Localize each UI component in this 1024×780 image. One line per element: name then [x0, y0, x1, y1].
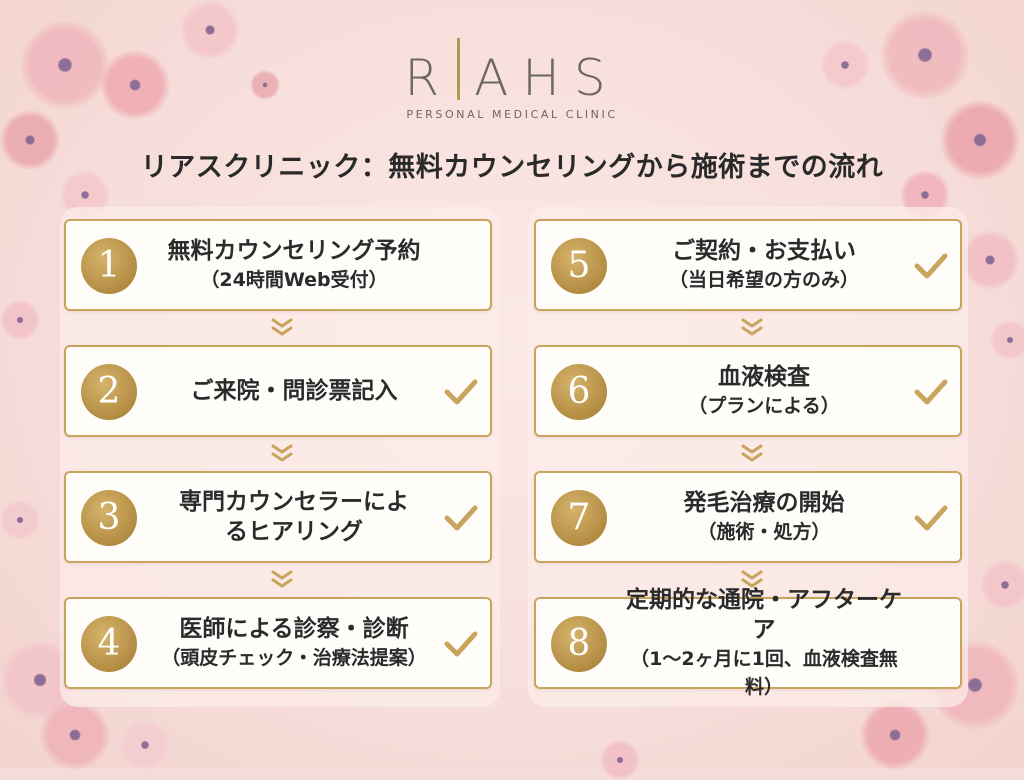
check-icon	[444, 379, 478, 405]
step-title: ご来院・問診票記入	[190, 378, 398, 404]
step-card-1: 1 無料カウンセリング予約 （24時間Web受付）	[64, 219, 492, 311]
step-text: 定期的な通院・アフターケア（1～2ヶ月に1回、血液検査無料）	[618, 587, 910, 698]
step-title: 定期的な通院・アフターケア	[626, 587, 902, 643]
step-title-line2: るヒアリング	[225, 519, 363, 545]
check-icon	[444, 505, 478, 531]
flower-decoration	[860, 700, 930, 770]
double-chevron-down-icon	[741, 318, 763, 336]
step-text: ご契約・お支払い （当日希望の方のみ）	[618, 221, 910, 309]
step-title: 医師による診察・診断	[179, 616, 409, 642]
step-subtitle: （24時間Web受付）	[200, 269, 388, 291]
step-number-badge: 3	[81, 490, 137, 546]
flower-decoration	[0, 500, 40, 540]
flower-decoration	[20, 20, 110, 110]
check-icon	[914, 379, 948, 405]
step-text: 医師による診察・診断 （頭皮チェック・治療法提案）	[148, 599, 440, 687]
step-number-badge: 2	[81, 364, 137, 420]
flower-decoration	[980, 560, 1024, 610]
page-title: リアスクリニック：無料カウンセリングから施術までの流れ	[140, 152, 884, 183]
step-card-4: 4 医師による診察・診断 （頭皮チェック・治療法提案）	[64, 597, 492, 689]
flower-decoration	[0, 110, 60, 170]
step-card-6: 6 血液検査 （プランによる）	[534, 345, 962, 437]
logo-letter: R	[404, 49, 454, 107]
clinic-logo: R AHS PERSONAL MEDICAL CLINIC	[0, 38, 1024, 121]
step-text: 発毛治療の開始 （施術・処方）	[618, 473, 910, 561]
check-icon	[914, 253, 948, 279]
double-chevron-down-icon	[271, 318, 293, 336]
flower-decoration	[990, 320, 1024, 360]
logo-letters: AHS	[474, 49, 620, 107]
flower-decoration	[880, 10, 970, 100]
flower-decoration	[120, 720, 170, 770]
flower-decoration	[940, 100, 1020, 180]
flower-decoration	[250, 70, 280, 100]
step-number-badge: 1	[81, 238, 137, 294]
step-subtitle: （プランによる）	[688, 395, 840, 417]
flower-decoration	[40, 700, 110, 770]
logo-wordmark: R AHS	[0, 38, 1024, 106]
step-number-badge: 6	[551, 364, 607, 420]
step-number-badge: 4	[81, 616, 137, 672]
step-title: ご契約・お支払い	[672, 238, 856, 264]
flower-decoration	[600, 740, 640, 780]
double-chevron-down-icon	[741, 444, 763, 462]
step-card-7: 7 発毛治療の開始 （施術・処方）	[534, 471, 962, 563]
step-subtitle: （施術・処方）	[697, 521, 831, 543]
double-chevron-down-icon	[271, 444, 293, 462]
step-text: 専門カウンセラーによるヒアリング	[148, 473, 440, 561]
flower-decoration	[100, 50, 170, 120]
step-title: 発毛治療の開始	[683, 490, 845, 516]
step-text: ご来院・問診票記入	[148, 347, 440, 435]
step-title: 専門カウンセラーによ	[179, 489, 409, 515]
double-chevron-down-icon	[741, 570, 763, 588]
flower-decoration	[0, 300, 40, 340]
step-title: 血液検査	[718, 364, 810, 390]
flower-decoration	[960, 230, 1020, 290]
step-number-badge: 7	[551, 490, 607, 546]
step-text: 血液検査 （プランによる）	[618, 347, 910, 435]
step-card-5: 5 ご契約・お支払い （当日希望の方のみ）	[534, 219, 962, 311]
step-card-2: 2 ご来院・問診票記入	[64, 345, 492, 437]
flower-decoration	[820, 40, 870, 90]
step-title: 無料カウンセリング予約	[167, 238, 421, 264]
step-text: 無料カウンセリング予約 （24時間Web受付）	[148, 221, 440, 309]
logo-subtitle: PERSONAL MEDICAL CLINIC	[406, 108, 618, 121]
check-icon	[444, 631, 478, 657]
logo-divider-bar	[457, 38, 461, 100]
flower-decoration	[180, 0, 240, 60]
check-icon	[914, 505, 948, 531]
step-subtitle: （当日希望の方のみ）	[668, 269, 859, 291]
step-number-badge: 8	[551, 616, 607, 672]
step-subtitle: （1～2ヶ月に1回、血液検査無料）	[630, 648, 898, 698]
double-chevron-down-icon	[271, 570, 293, 588]
step-number-badge: 5	[551, 238, 607, 294]
step-subtitle: （頭皮チェック・治療法提案）	[161, 647, 427, 669]
